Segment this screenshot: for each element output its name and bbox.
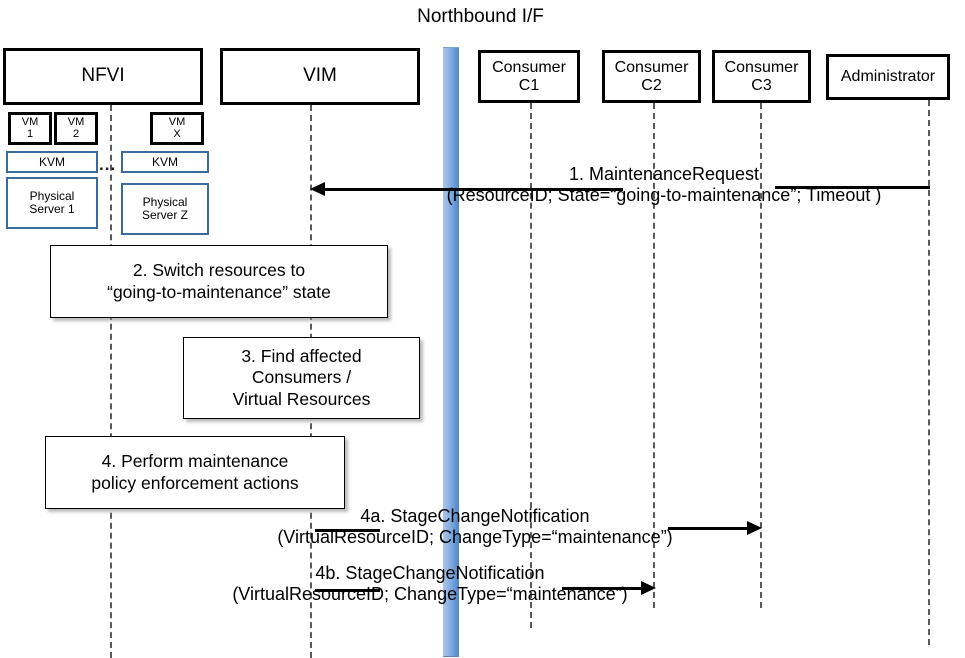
msg-4a-label: 4a. StageChangeNotification (VirtualReso… (175, 506, 775, 547)
page-title-text: Northbound I/F (417, 6, 544, 27)
msg-1-arrowhead (310, 182, 325, 196)
kvm-2-box[interactable]: KVM (121, 151, 209, 173)
physical-server-z-box[interactable]: Physical Server Z (121, 183, 209, 235)
kvm-1-box[interactable]: KVM (6, 151, 98, 173)
vm-x-box[interactable]: VM X (150, 112, 204, 145)
actor-administrator-label: Administrator (840, 68, 936, 86)
msg-4a-line-left (315, 529, 380, 532)
vm-1-box[interactable]: VM 1 (8, 112, 52, 145)
msg-4b-label: 4b. StageChangeNotification (VirtualReso… (130, 563, 730, 604)
msg-4b-line-left (315, 589, 380, 592)
actor-consumer-c3-label: Consumer C3 (724, 59, 799, 94)
kvm-2-label: KVM (151, 154, 178, 169)
msg-4b-label-line1: 4b. StageChangeNotification (315, 563, 545, 583)
step-3-label: 3. Find affected Consumers / Virtual Res… (232, 345, 371, 409)
physical-server-1-label: Physical Server 1 (29, 189, 75, 216)
actor-consumer-c2[interactable]: Consumer C2 (602, 50, 701, 103)
actor-consumer-c1-label: Consumer C1 (492, 59, 566, 94)
actor-consumer-c2-label: Consumer C2 (614, 59, 689, 94)
msg-1-line-left (323, 188, 623, 191)
physical-server-z-label: Physical Server Z (141, 195, 188, 222)
actor-administrator[interactable]: Administrator (826, 54, 950, 100)
msg-1-label: 1. MaintenanceRequest (ResourceID; State… (394, 164, 934, 205)
vm-1-label: VM 1 (21, 115, 39, 140)
lifeline-consumer-c1 (530, 103, 532, 628)
vm-2-box[interactable]: VM 2 (54, 112, 98, 145)
msg-4b-label-line2: (VirtualResourceID; ChangeType=“maintena… (232, 583, 628, 604)
step-3-box[interactable]: 3. Find affected Consumers / Virtual Res… (183, 337, 420, 419)
lifeline-consumer-c2 (653, 103, 655, 608)
vm-2-label: VM 2 (67, 115, 85, 140)
northbound-interface-bar (443, 47, 459, 657)
lifeline-consumer-c3 (760, 103, 762, 608)
nfvi-ellipsis-text: ... (99, 155, 117, 174)
actor-nfvi[interactable]: NFVI (3, 48, 203, 105)
physical-server-1-box[interactable]: Physical Server 1 (6, 177, 98, 229)
vm-x-label: VM X (168, 115, 186, 140)
step-2-label: 2. Switch resources to “going-to-mainten… (107, 260, 331, 302)
kvm-1-label: KVM (38, 154, 65, 169)
msg-4a-line-right (668, 527, 748, 530)
lifeline-nfvi (110, 105, 112, 658)
msg-4a-label-line1: 4a. StageChangeNotification (360, 506, 590, 526)
page-title: Northbound I/F (0, 6, 965, 28)
actor-vim-label: VIM (303, 65, 337, 87)
actor-nfvi-label: NFVI (81, 65, 125, 87)
step-2-box[interactable]: 2. Switch resources to “going-to-mainten… (50, 245, 388, 318)
actor-consumer-c1[interactable]: Consumer C1 (478, 50, 580, 103)
lifeline-administrator (928, 100, 930, 645)
actor-consumer-c3[interactable]: Consumer C3 (712, 50, 811, 103)
msg-4a-label-line2: (VirtualResourceID; ChangeType=“maintena… (277, 526, 673, 547)
msg-1-label-line1: 1. MaintenanceRequest (568, 164, 760, 184)
msg-1-line-right (775, 186, 930, 189)
nfvi-ellipsis: ... (99, 156, 116, 173)
msg-1-label-line2: (ResourceID; State=“going-to-maintenance… (446, 184, 882, 205)
actor-vim[interactable]: VIM (220, 48, 420, 105)
msg-4b-arrowhead (641, 581, 656, 595)
step-4-box[interactable]: 4. Perform maintenance policy enforcemen… (45, 436, 345, 509)
msg-4b-line-right (562, 587, 642, 590)
msg-4a-arrowhead (747, 521, 762, 535)
step-4-label: 4. Perform maintenance policy enforcemen… (91, 451, 299, 493)
